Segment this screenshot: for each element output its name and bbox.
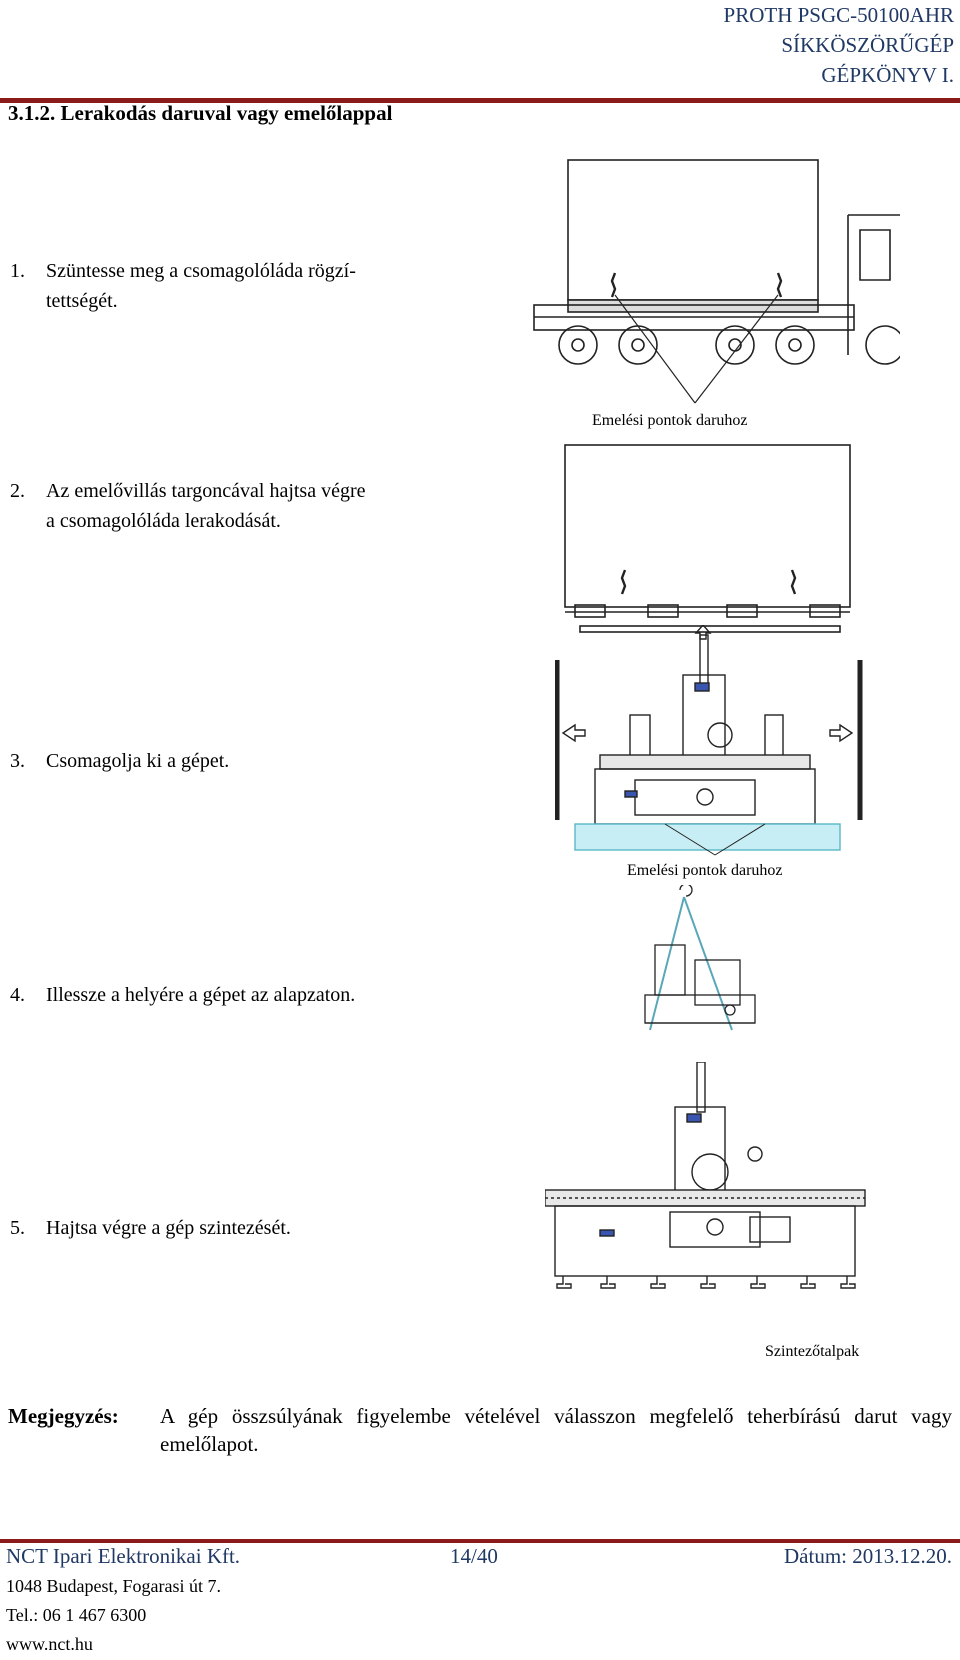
figure-caption: Emelési pontok daruhoz (592, 412, 748, 429)
note-label: Megjegyzés: (8, 1404, 119, 1428)
machine-crane-lifting-illustration (644, 885, 756, 1031)
crate-lifted-illustration (564, 444, 851, 633)
section-title: 3.1.2. Lerakodás daruval vagy emelőlappa… (8, 101, 393, 125)
machine-on-pallet-illustration (555, 625, 863, 856)
step-text: Illessze a helyére a gépet az alapzaton. (46, 984, 356, 1006)
step-3: 3. Csomagolja ki a gépet. (10, 746, 229, 776)
machine-leveling-feet-illustration (545, 1062, 866, 1289)
step-text-continued: tettségét. (46, 290, 118, 312)
note-block: Megjegyzés: A gép összsúlyának figyelemb… (8, 1402, 952, 1458)
step-number: 5. (10, 1217, 25, 1239)
step-text: Hajtsa végre a gép szintezését. (46, 1217, 291, 1239)
header-machine-type: SÍKKÖSZÖRŰGÉP (781, 33, 954, 57)
note-text: A gép összsúlyának figyelembe vételével … (160, 1404, 952, 1456)
header-manual-title: GÉPKÖNYV I. (821, 63, 954, 87)
footer-address: 1048 Budapest, Fogarasi út 7. (6, 1576, 221, 1596)
step-number: 1. (10, 260, 25, 282)
step-text: Csomagolja ki a gépet. (46, 750, 230, 772)
step-5: 5. Hajtsa végre a gép szintezését. (10, 1213, 291, 1243)
header-model: PROTH PSGC-50100AHR (723, 3, 954, 27)
crate-on-truck-illustration (533, 159, 900, 404)
footer-date: Dátum: 2013.12.20. (784, 1544, 952, 1568)
footer-phone: Tel.: 06 1 467 6300 (6, 1605, 147, 1625)
step-number: 2. (10, 480, 25, 502)
step-1: 1. Szüntesse meg a csomagolóláda rögzí- t… (10, 256, 356, 316)
footer-page-number: 14/40 (450, 1544, 498, 1568)
step-text-continued: a csomagolóláda lerakodását. (46, 510, 281, 532)
figure-caption: Emelési pontok daruhoz (627, 862, 783, 879)
step-number: 4. (10, 984, 25, 1006)
step-text: Az emelővillás targoncával hajtsa végre (46, 480, 366, 502)
step-text: Szüntesse meg a csomagolóláda rögzí- (46, 260, 356, 282)
step-4: 4. Illessze a helyére a gépet az alapzato… (10, 980, 355, 1010)
figure-caption: Szintezőtalpak (765, 1343, 860, 1360)
step-2: 2. Az emelővillás targoncával hajtsa végr… (10, 476, 366, 536)
footer-divider (0, 1539, 960, 1543)
document-header: PROTH PSGC-50100AHR SÍKKÖSZÖRŰGÉP GÉPKÖN… (724, 0, 954, 90)
step-number: 3. (10, 750, 25, 772)
header-divider (0, 98, 960, 103)
footer-website: www.nct.hu (6, 1634, 93, 1654)
footer-company: NCT Ipari Elektronikai Kft. (6, 1544, 241, 1568)
